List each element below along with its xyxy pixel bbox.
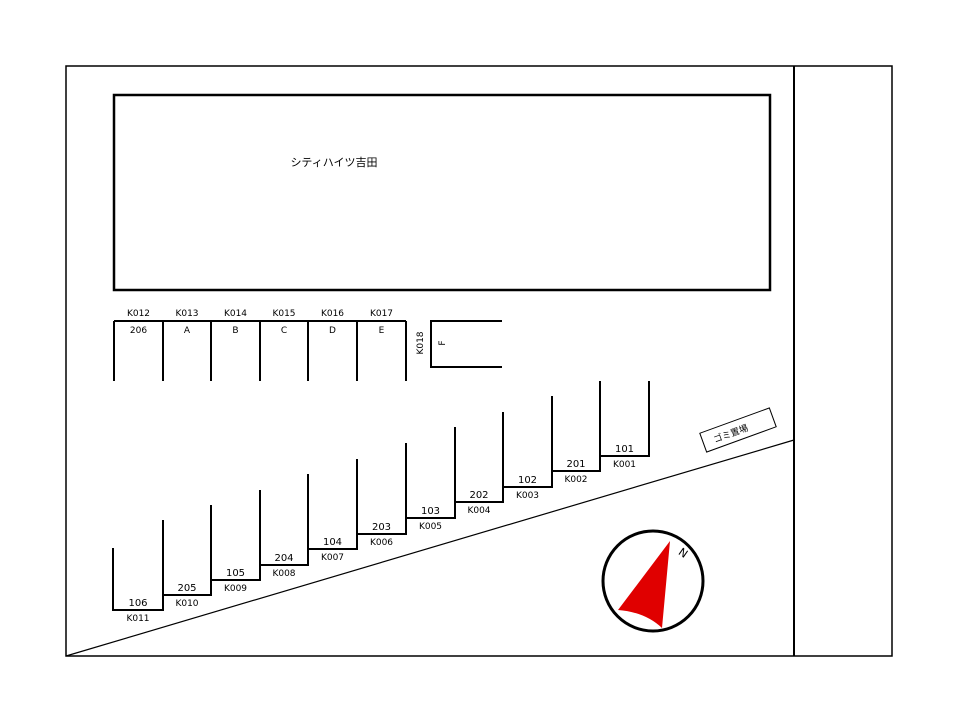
stall-label: 204 bbox=[274, 553, 293, 564]
stall-label: D bbox=[329, 326, 336, 336]
stall-label: 104 bbox=[323, 537, 342, 548]
site-boundary bbox=[65, 65, 893, 657]
stall-label: 201 bbox=[566, 459, 585, 470]
stall-label: 206 bbox=[130, 326, 147, 336]
stall-label: 202 bbox=[469, 490, 488, 501]
stall-label: A bbox=[184, 326, 191, 336]
stall-outline bbox=[599, 381, 650, 457]
stall-code: K012 bbox=[127, 309, 150, 319]
stall-label: 106 bbox=[128, 598, 147, 609]
garbage-box bbox=[699, 407, 777, 453]
stall-label: E bbox=[379, 326, 385, 336]
stall-code: K009 bbox=[224, 584, 247, 594]
stall-label: 102 bbox=[518, 475, 537, 486]
bottom-parking-row: 106K011205K010105K009204K008104K007203K0… bbox=[112, 381, 650, 624]
stall-label: C bbox=[281, 326, 287, 336]
stall-code: K017 bbox=[370, 309, 393, 319]
building-name: シティハイツ吉田 bbox=[290, 156, 377, 169]
compass: N bbox=[601, 529, 705, 633]
stall-label: 105 bbox=[226, 568, 245, 579]
stall-code: K001 bbox=[613, 460, 636, 470]
north-arrow-icon bbox=[618, 541, 670, 628]
stall-code: K015 bbox=[272, 309, 295, 319]
stall-label: 103 bbox=[421, 506, 440, 517]
diagonal-boundary bbox=[65, 439, 795, 657]
side-stall: K018 F bbox=[416, 320, 502, 368]
stall-code: K002 bbox=[564, 475, 587, 485]
stall-label: B bbox=[232, 326, 238, 336]
stall-label: 205 bbox=[177, 583, 196, 594]
garbage-area: ゴミ置場 bbox=[699, 407, 777, 453]
stall-code: K008 bbox=[272, 569, 295, 579]
stall-code: K010 bbox=[175, 599, 198, 609]
building bbox=[112, 93, 772, 292]
stall-code: K011 bbox=[126, 614, 149, 624]
stall-code: K007 bbox=[321, 553, 344, 563]
stall-code: K014 bbox=[224, 309, 247, 319]
stall-code: K003 bbox=[516, 491, 539, 501]
stall-code: K013 bbox=[175, 309, 198, 319]
stall-code: K005 bbox=[419, 522, 442, 532]
stall-label: F bbox=[438, 340, 448, 345]
stall-f-outline bbox=[430, 320, 502, 368]
stall-code: K004 bbox=[467, 506, 490, 516]
stall-code: K018 bbox=[416, 331, 426, 354]
stall-code: K006 bbox=[370, 538, 393, 548]
stall-code: K016 bbox=[321, 309, 344, 319]
stall-label: 203 bbox=[372, 522, 391, 533]
stall-label: 101 bbox=[615, 444, 634, 455]
